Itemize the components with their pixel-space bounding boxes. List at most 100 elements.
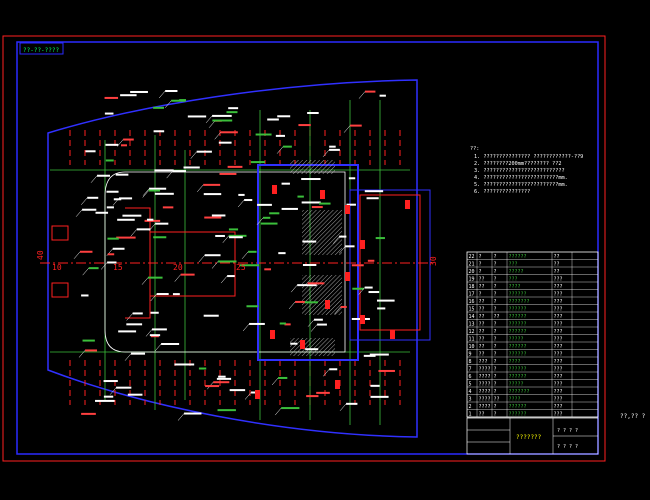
leader-line bbox=[82, 267, 89, 276]
table-cell: ???? bbox=[479, 389, 491, 395]
annotation-mark bbox=[369, 353, 389, 356]
annotation-mark bbox=[352, 287, 364, 290]
hatched-block-3 bbox=[290, 338, 335, 356]
annotation-mark bbox=[174, 363, 195, 366]
equipment-marker bbox=[270, 330, 275, 339]
annotation-mark bbox=[179, 99, 187, 102]
leader-line bbox=[78, 350, 86, 358]
notes: ??: 1. ??????????????? ????????????-??9 … bbox=[470, 146, 583, 195]
table-cell: ??? bbox=[554, 291, 563, 297]
table-row: 15???????????? bbox=[469, 306, 563, 312]
notes-line: 5. ????????????????????????mm. bbox=[474, 182, 568, 188]
annotation-mark bbox=[217, 409, 236, 412]
annotation-mark bbox=[203, 183, 221, 186]
side-mark: ??,?? ? bbox=[620, 413, 646, 420]
annotation-mark bbox=[165, 90, 178, 93]
table-cell: ???? bbox=[479, 374, 491, 380]
table-cell: ???? bbox=[479, 404, 491, 410]
leader-line bbox=[90, 175, 98, 183]
annotation-mark bbox=[227, 275, 235, 278]
annotation-mark bbox=[249, 322, 265, 325]
table-cell: ??????? bbox=[509, 299, 530, 305]
parts-list-table: 22??????????21???????20?????????19??????… bbox=[466, 251, 599, 418]
table-cell: ? bbox=[494, 359, 497, 365]
table-cell: ??? bbox=[554, 299, 563, 305]
table-cell: ??? bbox=[554, 344, 563, 350]
annotation-mark bbox=[367, 259, 375, 262]
table-cell: ?? bbox=[479, 314, 485, 320]
table-cell: ? bbox=[494, 291, 497, 297]
hatched-block-2 bbox=[302, 275, 342, 315]
annotation-mark bbox=[364, 90, 376, 93]
annotation-mark bbox=[269, 212, 280, 215]
annotation-mark bbox=[153, 236, 167, 239]
table-cell: ?????? bbox=[509, 291, 527, 297]
annotation-mark bbox=[126, 323, 143, 326]
annotation-mark bbox=[228, 107, 239, 110]
table-cell: ?????? bbox=[509, 411, 527, 417]
annotation-mark bbox=[363, 354, 376, 357]
table-cell: ???? bbox=[509, 396, 521, 402]
table-cell: ?????? bbox=[509, 314, 527, 320]
equipment-marker bbox=[405, 200, 410, 209]
outer-border bbox=[2, 35, 606, 462]
table-cell: ??? bbox=[554, 359, 563, 365]
annotation-mark bbox=[148, 189, 161, 192]
annotation-mark bbox=[368, 291, 380, 294]
table-cell: ? bbox=[479, 261, 482, 267]
annotation-mark bbox=[345, 245, 355, 248]
table-cell: 15 bbox=[469, 306, 475, 312]
annotation-mark bbox=[213, 381, 230, 384]
annotation-mark bbox=[281, 182, 290, 185]
annotation-mark bbox=[281, 207, 298, 210]
table-cell: ? bbox=[479, 269, 482, 275]
leader-line bbox=[358, 91, 366, 99]
annotation-mark bbox=[311, 206, 323, 209]
annotation-mark bbox=[260, 222, 278, 225]
table-row: 14????????????? bbox=[469, 314, 563, 320]
annotation-mark bbox=[307, 112, 319, 115]
annotation-mark bbox=[211, 214, 226, 217]
title-tag-box bbox=[19, 42, 64, 55]
table-cell: ??? bbox=[554, 411, 563, 417]
annotation-mark bbox=[316, 391, 330, 394]
leader-line bbox=[126, 313, 133, 321]
annotation-mark bbox=[171, 99, 186, 102]
table-row: 17??????????? bbox=[469, 291, 563, 297]
equipment-marker bbox=[360, 315, 365, 324]
table-cell: 3 bbox=[469, 396, 472, 402]
annotation-mark bbox=[115, 173, 129, 176]
annotation-mark bbox=[370, 384, 380, 387]
annotation-mark bbox=[304, 301, 318, 304]
annotation-mark bbox=[302, 264, 317, 267]
gridline-labels: 40 10 15 20 25 30 bbox=[36, 250, 438, 272]
inner-deck bbox=[104, 171, 346, 353]
annotation-mark bbox=[106, 190, 119, 193]
annotation-mark bbox=[264, 268, 272, 271]
annotation-mark bbox=[216, 377, 232, 380]
table-cell: ?? bbox=[479, 351, 485, 357]
table-cell: ??? bbox=[554, 381, 563, 387]
annotation-mark bbox=[215, 234, 225, 237]
table-cell: ??? bbox=[554, 321, 563, 327]
leader-line bbox=[222, 235, 229, 243]
table-cell: ?????? bbox=[509, 254, 527, 260]
annotation-mark bbox=[152, 328, 167, 331]
table-cell: ?? bbox=[554, 269, 560, 275]
table-cell: ??????? bbox=[509, 389, 530, 395]
annotation-mark bbox=[105, 159, 114, 162]
leader-line bbox=[141, 277, 149, 285]
annotation-mark bbox=[281, 407, 300, 410]
table-cell: ?????? bbox=[509, 366, 527, 372]
gridline-label: 30 bbox=[429, 256, 438, 266]
table-cell: ?? bbox=[479, 329, 485, 335]
table-cell: 21 bbox=[469, 261, 475, 267]
table-cell: 18 bbox=[469, 284, 475, 290]
annotation-mark bbox=[263, 216, 271, 219]
annotation-mark bbox=[238, 193, 245, 196]
annotation-mark bbox=[88, 267, 99, 270]
table-row: 11??????????? bbox=[469, 336, 563, 342]
table-cell: ??? bbox=[554, 329, 563, 335]
annotation-mark bbox=[104, 96, 119, 99]
leader-line bbox=[116, 139, 124, 147]
